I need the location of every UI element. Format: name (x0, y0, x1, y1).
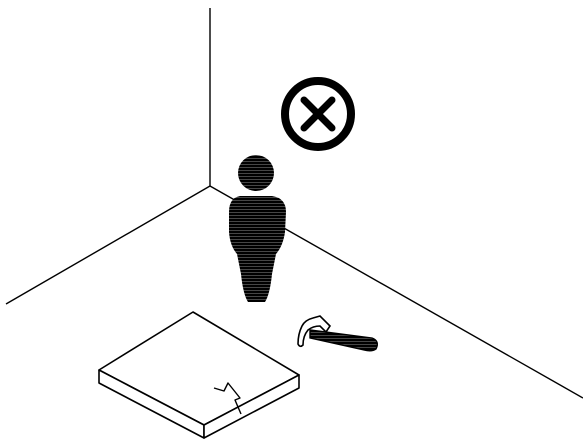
tile-top (99, 312, 299, 425)
prohibition-icon (285, 81, 351, 147)
cracked-tile (99, 312, 299, 438)
person-head (238, 155, 274, 191)
floor-left-line (6, 186, 210, 304)
hammer-handle (310, 330, 377, 351)
person-body (229, 196, 286, 302)
hammer (298, 316, 377, 351)
person-figure (229, 155, 286, 302)
room-corner (6, 8, 583, 398)
